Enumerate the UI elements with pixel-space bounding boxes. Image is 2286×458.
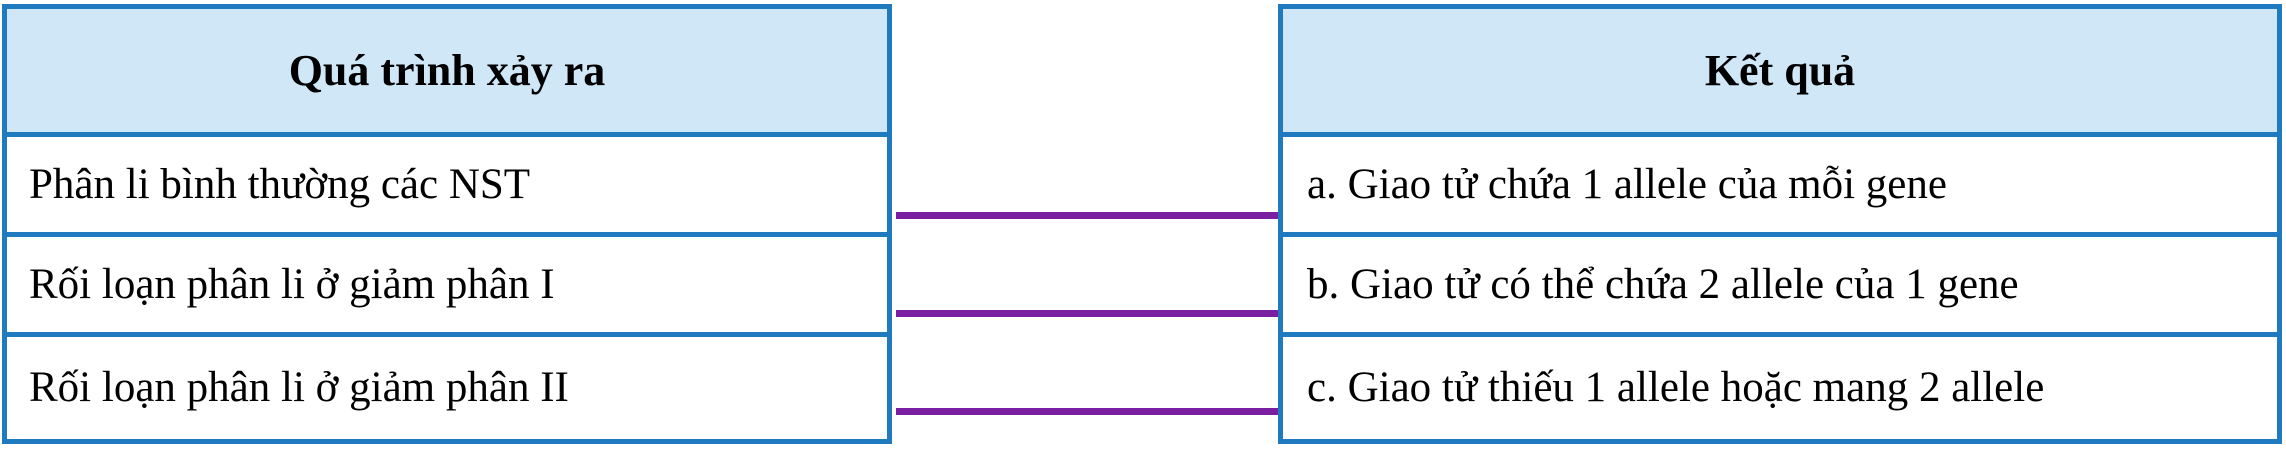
connector-line-3[interactable]	[896, 408, 1278, 415]
table-row[interactable]: Rối loạn phân li ở giảm phân II	[7, 337, 887, 437]
result-table-header: Kết quả	[1283, 9, 2277, 137]
process-table-header: Quá trình xảy ra	[7, 9, 887, 137]
result-table: Kết quả a. Giao tử chứa 1 allele của mỗi…	[1278, 4, 2282, 444]
table-row[interactable]: c. Giao tử thiếu 1 allele hoặc mang 2 al…	[1283, 337, 2277, 437]
connector-line-2[interactable]	[896, 310, 1278, 317]
connector-line-1[interactable]	[896, 212, 1278, 219]
table-row[interactable]: Rối loạn phân li ở giảm phân I	[7, 237, 887, 337]
process-table: Quá trình xảy ra Phân li bình thường các…	[2, 4, 892, 444]
table-row[interactable]: a. Giao tử chứa 1 allele của mỗi gene	[1283, 137, 2277, 237]
table-row[interactable]: Phân li bình thường các NST	[7, 137, 887, 237]
table-row[interactable]: b. Giao tử có thể chứa 2 allele của 1 ge…	[1283, 237, 2277, 337]
